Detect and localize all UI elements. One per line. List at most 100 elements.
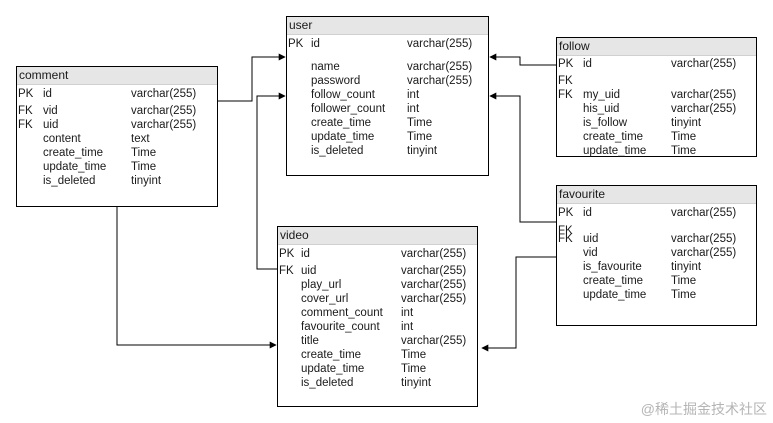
entity-row: his_uid varchar(255) — [557, 102, 756, 116]
entity-row: is_deleted tinyint — [17, 174, 217, 188]
field-type: varchar(255) — [401, 265, 467, 277]
entity-row: follower_count int — [287, 102, 488, 116]
field-name: vid — [583, 247, 598, 259]
field-type: int — [401, 307, 414, 319]
field-name: id — [583, 58, 592, 70]
link-favourite-vid-to-video — [481, 256, 557, 352]
field-name: comment_count — [301, 307, 383, 319]
field-type: varchar(255) — [401, 293, 467, 305]
field-name: uid — [583, 233, 599, 245]
field-name: create_time — [311, 117, 372, 129]
key-label: FK — [558, 233, 573, 245]
field-name: content — [43, 133, 81, 145]
field-type: varchar(255) — [671, 247, 737, 259]
field-name: my_uid — [583, 89, 621, 101]
field-name: update_time — [583, 145, 647, 157]
field-name: vid — [43, 105, 58, 117]
entity-row: create_time Time — [287, 116, 488, 130]
entity-row: comment_count int — [278, 306, 477, 320]
entity-row: is_deleted tinyint — [287, 144, 488, 158]
field-type: Time — [407, 117, 433, 129]
field-name: cover_url — [301, 293, 349, 305]
key-label: PK — [288, 38, 304, 50]
field-type: varchar(255) — [671, 207, 737, 219]
field-type: varchar(255) — [131, 119, 197, 131]
entity-title: favourite — [557, 186, 756, 204]
field-type: varchar(255) — [131, 88, 197, 100]
entity-row: FK — [557, 74, 756, 88]
field-name: update_time — [43, 161, 107, 173]
field-type: varchar(255) — [401, 335, 467, 347]
field-type: int — [407, 89, 420, 101]
key-label: FK — [18, 105, 33, 117]
field-type: Time — [131, 147, 157, 159]
field-name: is_deleted — [43, 175, 96, 187]
field-name: create_time — [583, 131, 644, 143]
field-type: tinyint — [671, 117, 702, 129]
field-type: int — [407, 103, 420, 115]
entity-row: create_time Time — [557, 274, 756, 288]
field-type: tinyint — [131, 175, 162, 187]
entity-title: follow — [557, 38, 756, 56]
field-name: password — [311, 75, 361, 87]
entity-row: is_follow tinyint — [557, 116, 756, 130]
field-name: id — [301, 248, 310, 260]
entity-row: create_time Time — [278, 348, 477, 362]
field-type: Time — [671, 289, 697, 301]
field-type: varchar(255) — [671, 89, 737, 101]
key-label: PK — [18, 88, 34, 100]
field-name: is_favourite — [583, 261, 642, 273]
entity-title: video — [278, 227, 477, 245]
field-name: uid — [301, 265, 317, 277]
field-type: Time — [401, 349, 427, 361]
field-name: follower_count — [311, 103, 386, 115]
field-name: update_time — [311, 131, 375, 143]
field-name: is_deleted — [311, 145, 364, 157]
field-name: create_time — [583, 275, 644, 287]
field-type: text — [131, 133, 150, 145]
field-name: is_follow — [583, 117, 628, 129]
field-name: create_time — [301, 349, 362, 361]
field-type: tinyint — [407, 145, 438, 157]
field-name: id — [583, 207, 592, 219]
link-comment-vid-to-video — [116, 207, 277, 349]
field-type: Time — [671, 275, 697, 287]
key-label: FK — [18, 119, 33, 131]
field-name: his_uid — [583, 103, 620, 115]
field-type: varchar(255) — [671, 103, 737, 115]
field-name: update_time — [301, 363, 365, 375]
field-type: varchar(255) — [401, 248, 467, 260]
field-type: Time — [407, 131, 433, 143]
field-type: int — [401, 321, 414, 333]
link-video-uid-to-user — [256, 92, 286, 270]
link-follow-to-user — [489, 53, 557, 66]
field-type: varchar(255) — [407, 38, 473, 50]
